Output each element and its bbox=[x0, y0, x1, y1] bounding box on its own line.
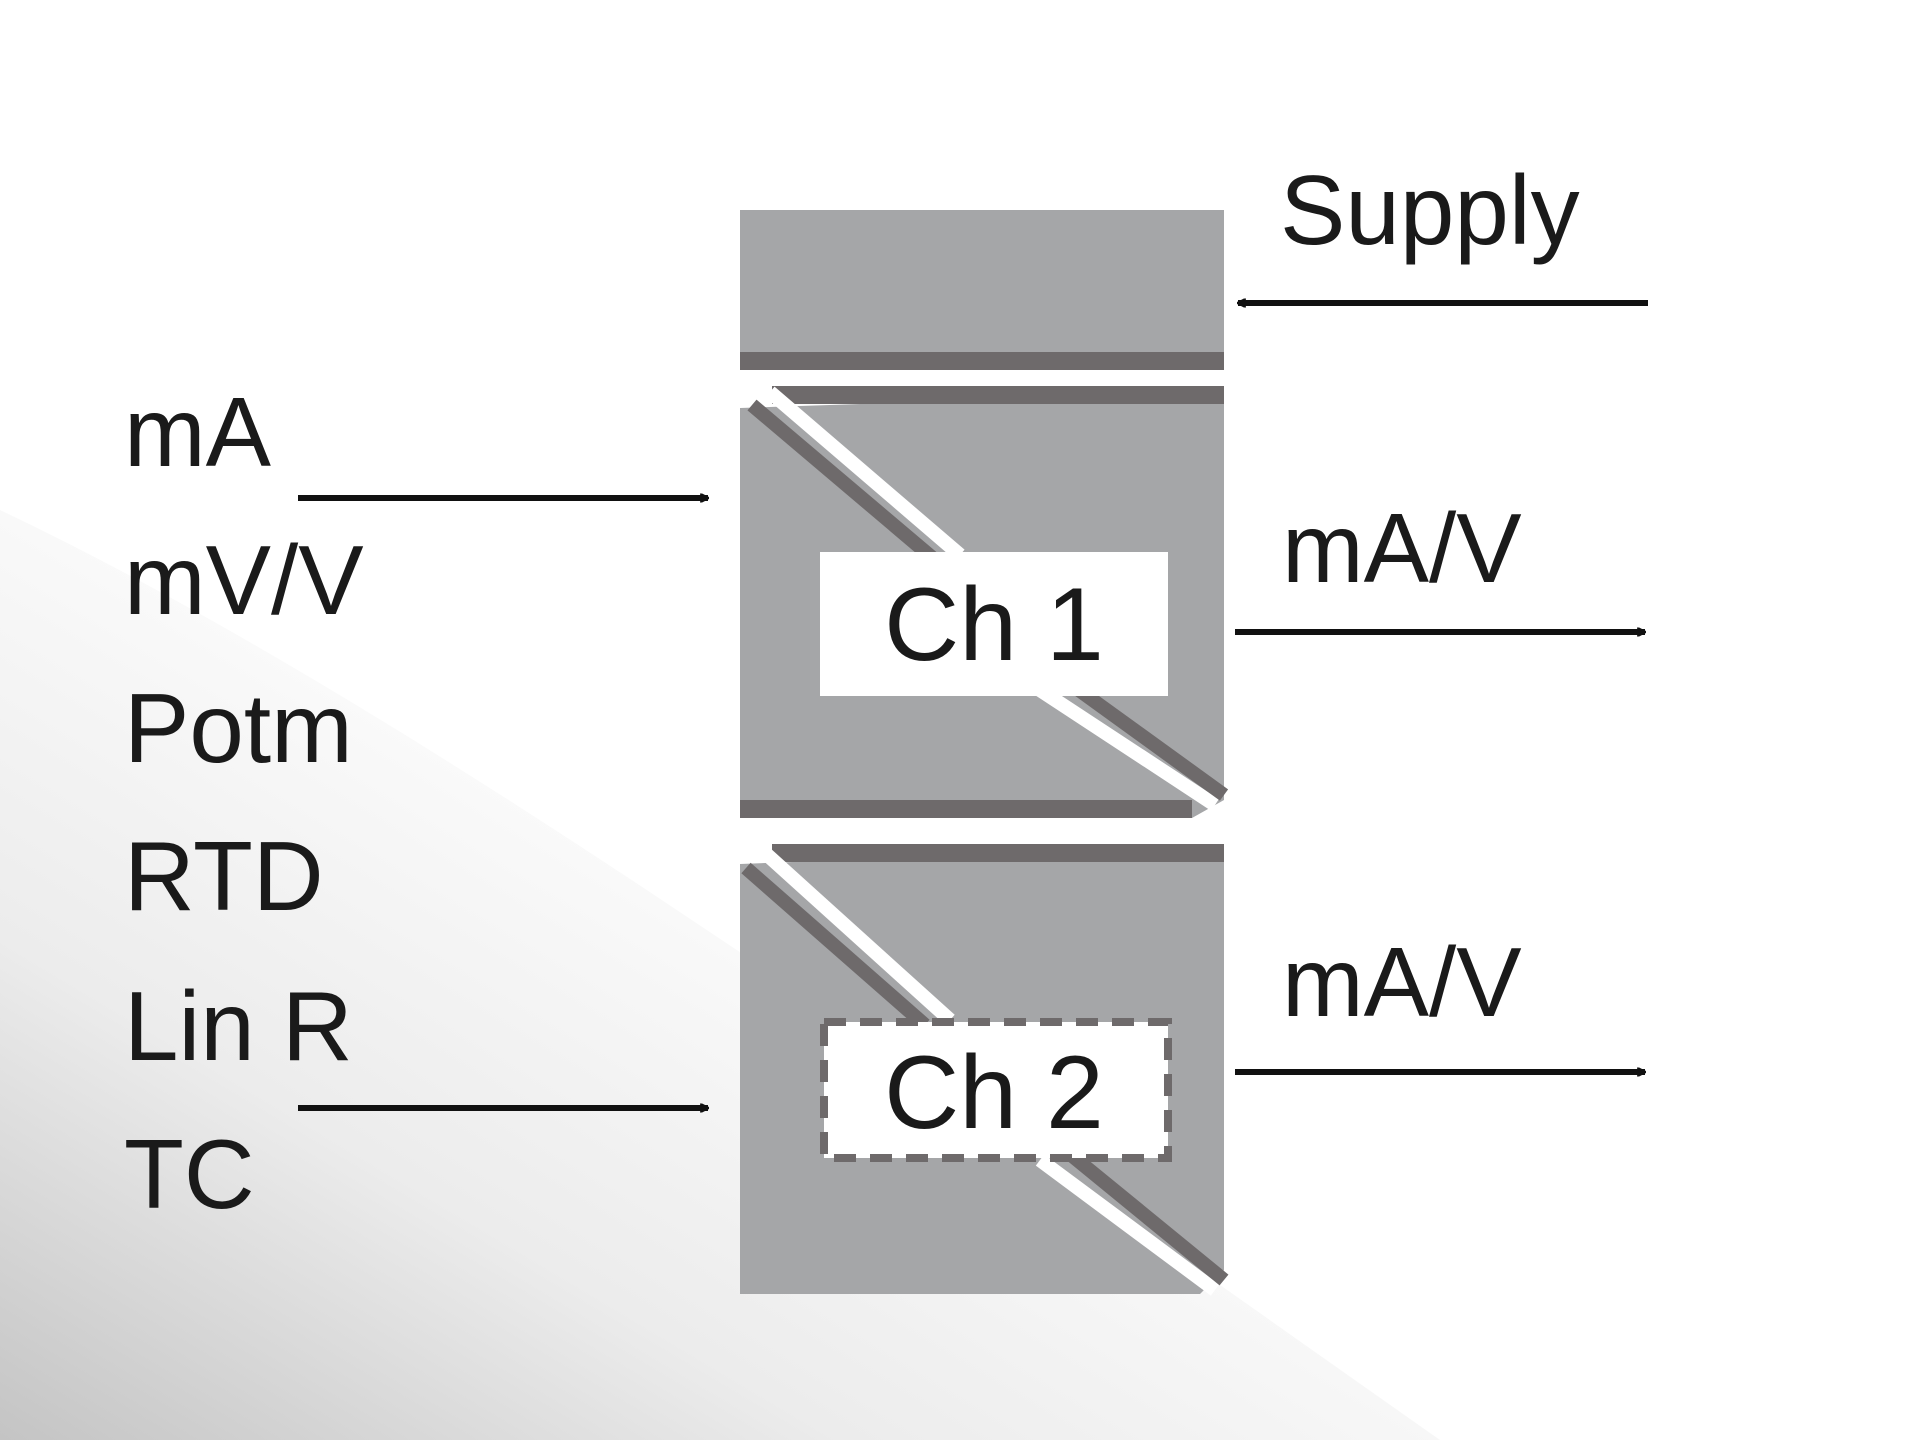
channel-1-label: Ch 1 bbox=[884, 567, 1104, 683]
input-type-lin-r: Lin R bbox=[124, 971, 353, 1081]
channel-2-label: Ch 2 bbox=[884, 1035, 1104, 1151]
input-type-ma: mA bbox=[124, 377, 272, 487]
input-type-potm: Potm bbox=[124, 673, 353, 783]
input-type-mv-v: mV/V bbox=[124, 525, 364, 635]
output-2-label: mA/V bbox=[1282, 927, 1522, 1037]
channel-1-box bbox=[820, 552, 1168, 696]
output-1-label: mA/V bbox=[1282, 493, 1522, 603]
supply-label: Supply bbox=[1280, 155, 1580, 265]
supply-block-base bbox=[740, 352, 1224, 370]
channel-2-box bbox=[820, 1018, 1172, 1162]
supply-block bbox=[740, 210, 1224, 370]
input-type-tc: TC bbox=[124, 1119, 255, 1229]
input-type-rtd: RTD bbox=[124, 821, 324, 931]
